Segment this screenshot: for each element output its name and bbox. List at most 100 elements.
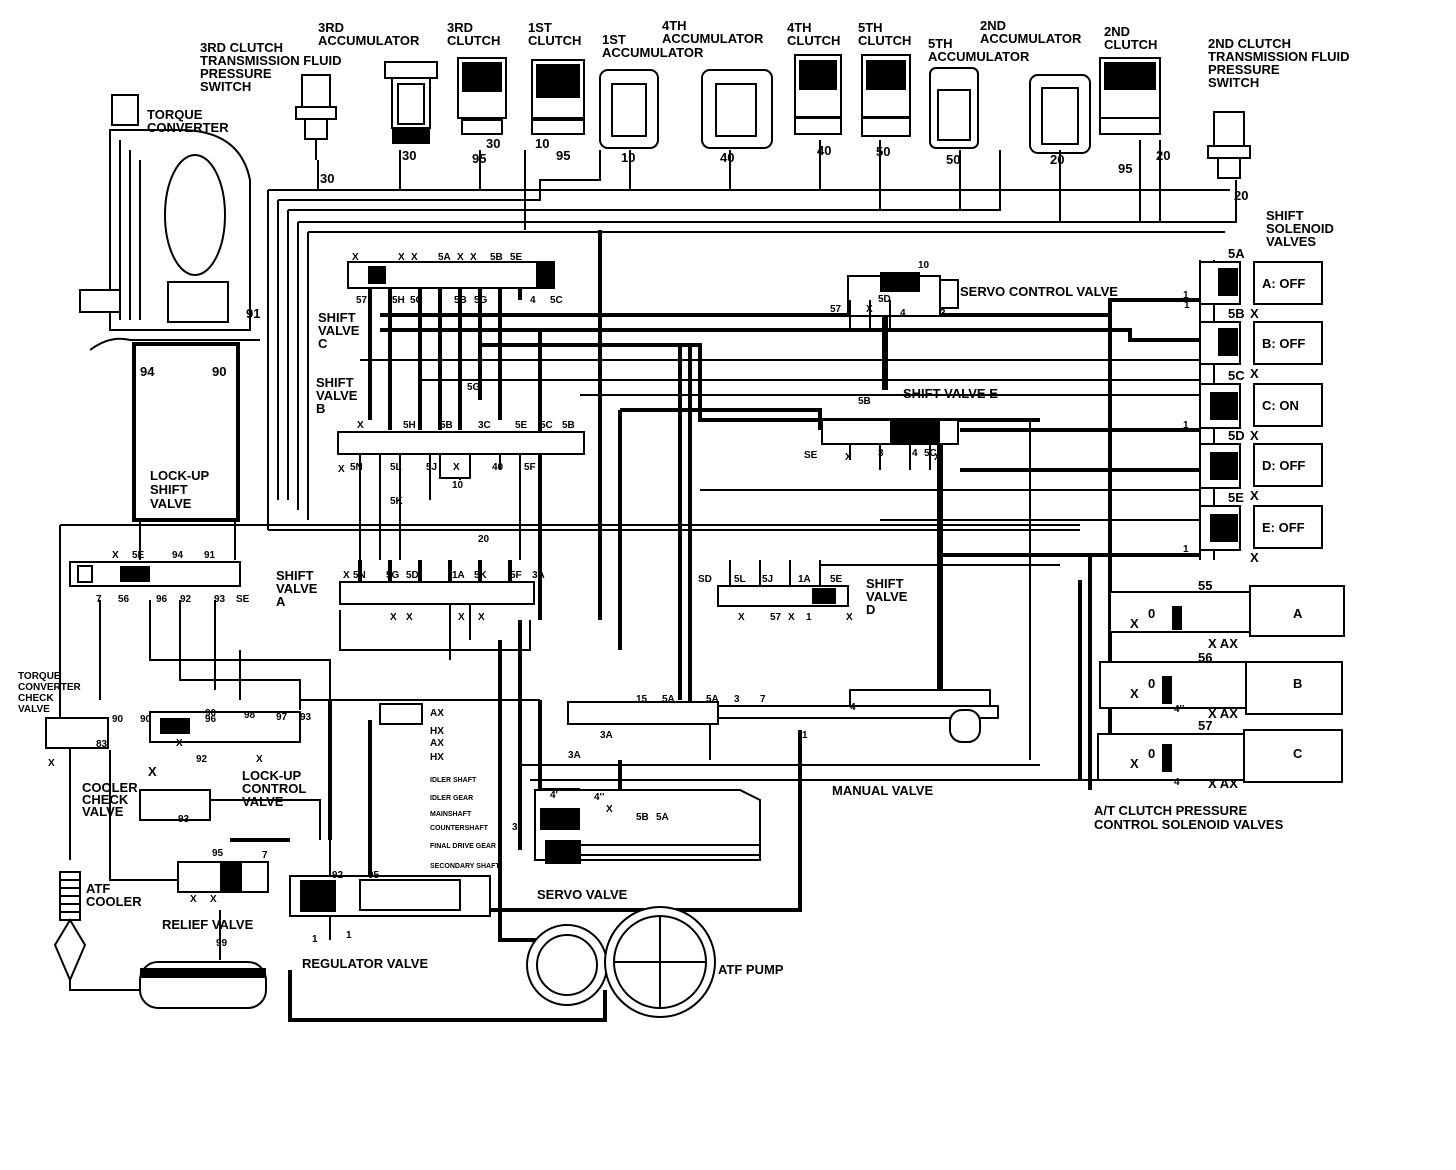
clutch4-label: CLUTCH — [787, 33, 840, 48]
tc-check-label: TORQUE — [18, 671, 61, 682]
lockup-control-port: 90 — [140, 714, 152, 725]
accum4-label: ACCUMULATOR — [662, 31, 764, 46]
lockup-control-port: X — [256, 754, 263, 765]
atc-side-port: 1 — [1183, 420, 1189, 431]
lockup-shift-port: 56 — [118, 594, 130, 605]
shift-valve-c-port: 57 — [356, 295, 368, 306]
shift-valve-d-port: X — [738, 612, 745, 623]
top-port-label: 10 — [621, 150, 635, 165]
shift-valve-a-port: 1A — [452, 570, 465, 581]
lockup-control-label: VALVE — [242, 794, 284, 809]
accum5 — [929, 67, 979, 149]
solenoid-port-5E: 5E — [1228, 490, 1244, 505]
shift-valve-b-label: B — [316, 401, 325, 416]
mode-list-item: FINAL DRIVE GEAR — [430, 843, 496, 850]
tc-check-port: 90 — [112, 714, 124, 725]
servo-control-port: 10 — [918, 260, 930, 271]
clutch3-label: CLUTCH — [447, 33, 500, 48]
shift-valve-b-port: X — [338, 464, 345, 475]
top-port-label: 20 — [1050, 152, 1064, 167]
cooler-check-label: CHECK — [82, 792, 129, 807]
atc-x: X — [1130, 756, 1139, 771]
shift-valve-b-port: 5F — [524, 462, 536, 473]
shift-valve-c-port: 5A — [438, 252, 451, 263]
atf-cooler — [53, 871, 267, 1009]
shift-valve-b-port: 5H — [403, 420, 416, 431]
regulator-port: 1 — [312, 934, 318, 945]
clutch2-switch-label: SWITCH — [1208, 75, 1259, 90]
servo-valve-label: SERVO VALVE — [537, 887, 628, 902]
shift-valve-b-port: 3C — [478, 420, 491, 431]
lockup-control-port: 97 — [276, 712, 288, 723]
accum5-label: 5TH — [928, 36, 953, 51]
shift-valve-d-label: D — [866, 602, 875, 617]
mode-list-item: IDLER GEAR — [430, 795, 473, 802]
manual-valve-port: 5A — [662, 694, 675, 705]
clutch3-switch-label: PRESSURE — [200, 66, 272, 81]
shift-valve-c-label: SHIFT — [318, 310, 356, 325]
manual-valve-port: 7 — [760, 694, 766, 705]
solenoid-x: X — [1250, 306, 1259, 321]
solenoid-port-5A: 5A — [1228, 246, 1245, 261]
shift-valve-c-port: 5B — [454, 295, 467, 306]
atc-solenoid-c-label: C — [1293, 746, 1303, 761]
shift-valve-a-port: 5K — [474, 570, 488, 581]
shift-valve-d-label: SHIFT — [866, 576, 904, 591]
atc-solenoid-stack — [1097, 585, 1345, 783]
relief-port: X — [190, 894, 197, 905]
servo-control-port: 4 — [900, 308, 906, 319]
lockup-control-label: LOCK-UP — [242, 768, 302, 783]
tc-check-label: CONVERTER — [18, 682, 82, 693]
lockup-shift-port: 5E — [132, 550, 145, 561]
cooler-check-label: VALVE — [82, 804, 124, 819]
shift-valve-b-label: VALVE — [316, 388, 358, 403]
top-port-label: 20 — [1234, 188, 1248, 203]
clutch5-label: CLUTCH — [858, 33, 911, 48]
mode-list-item: AX — [430, 708, 444, 719]
shift-valve-a-port: X — [406, 612, 413, 623]
solenoid-e-state: E: OFF — [1262, 520, 1305, 535]
servo-valve-port: 3' — [512, 822, 520, 833]
atc-zero: 0 — [1148, 746, 1155, 761]
lockup-control-port: 96 — [205, 714, 217, 725]
lockup-shift-port: 94 — [172, 550, 184, 561]
lockup-shift-port: SE — [236, 594, 250, 605]
solenoid-a-state: A: OFF — [1262, 276, 1305, 291]
shift-valve-a-port: 5G — [386, 570, 400, 581]
lower-valves — [45, 703, 491, 917]
port-90: 90 — [212, 364, 226, 379]
shift-valve-b-port: 5B — [440, 420, 453, 431]
solenoid-c-box — [1253, 383, 1323, 427]
atc-solenoid-b-label: B — [1293, 676, 1302, 691]
shift-valve-e-port: 4 — [912, 448, 918, 459]
regulator-port: 95 — [368, 870, 380, 881]
torque-converter-label: TORQUE — [147, 107, 203, 122]
manual-valve-port: 1 — [802, 730, 808, 741]
shift-solenoid-label: SOLENOID — [1266, 221, 1334, 236]
accum4 — [701, 69, 773, 149]
solenoid-port-5B: 5B — [1228, 306, 1245, 321]
manual-valve-port: 3 — [734, 694, 740, 705]
clutch3-label: 3RD — [447, 20, 473, 35]
port-99: 99 — [216, 938, 228, 949]
shift-valve-c-port: 5G — [474, 295, 488, 306]
lockup-control-port: 90 — [205, 708, 217, 719]
shift-valve-b-port: 10 — [452, 480, 464, 491]
shift-valve-e-port: X — [845, 452, 852, 463]
shift-valve-d-port: 1A — [798, 574, 811, 585]
shift-valve-b-port: 5J — [426, 462, 437, 473]
shift-valve-e — [821, 419, 959, 470]
manual-valve-port: 4 — [850, 702, 856, 713]
regulator-port: 92 — [332, 870, 344, 881]
mode-list-item: SECONDARY SHAFT — [430, 863, 500, 870]
shift-valve-c-port: X — [470, 252, 477, 263]
servo-control-port: 57 — [830, 304, 842, 315]
lockup-shift-label: LOCK-UP — [150, 468, 210, 483]
relief-port: X — [210, 894, 217, 905]
atc-side-port: 4'' — [1174, 704, 1184, 715]
atc-xax: X AX — [1208, 776, 1238, 791]
solenoid-c-state: C: ON — [1262, 398, 1299, 413]
atc-zero: 0 — [1148, 606, 1155, 621]
tc-check-label: CHECK — [18, 693, 54, 704]
